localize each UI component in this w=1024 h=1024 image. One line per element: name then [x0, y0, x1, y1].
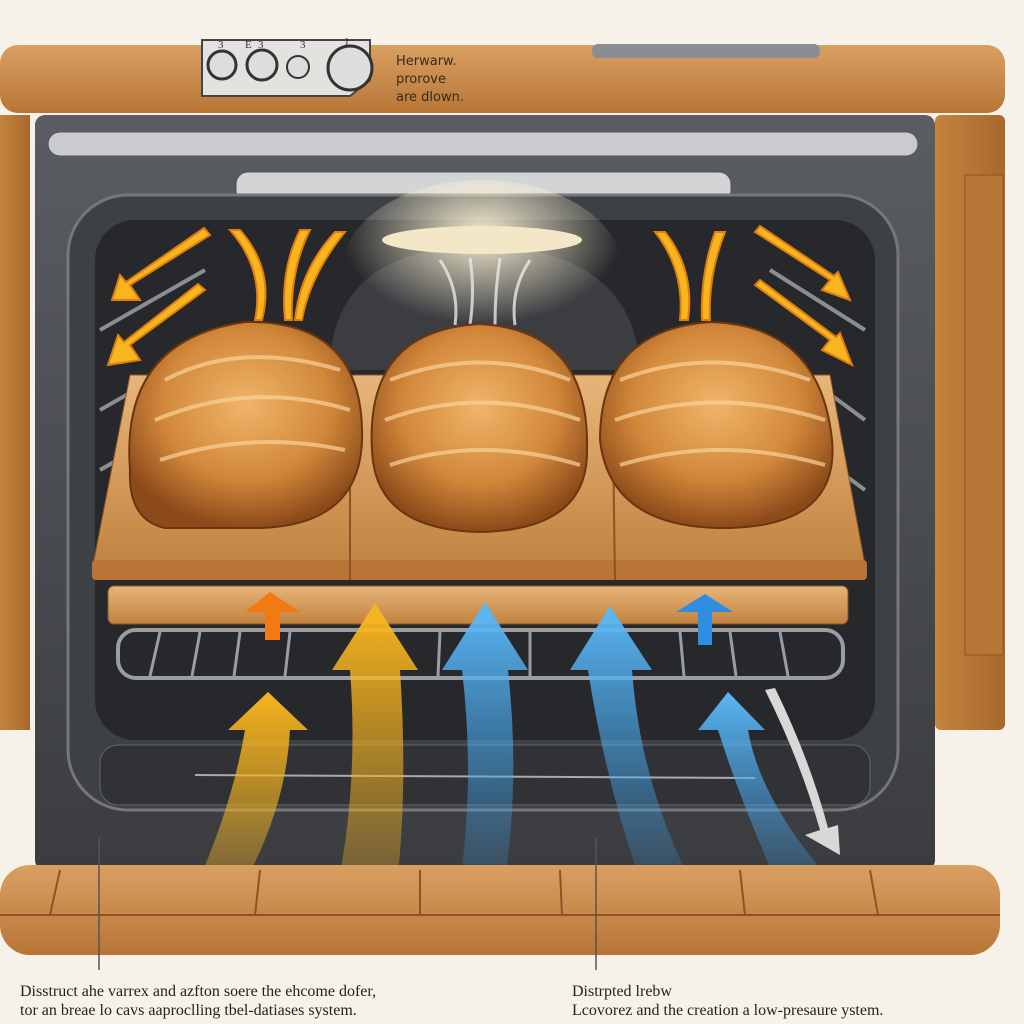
bread-loaf-left — [128, 320, 364, 529]
dial-number: E — [245, 39, 252, 51]
arrow-icon — [110, 226, 212, 301]
oven-light — [382, 226, 582, 254]
steam-lines — [438, 257, 532, 326]
cool-airflow-arrow — [698, 692, 830, 890]
dial-number: 1 — [344, 36, 350, 48]
cool-airflow-arrow — [442, 602, 528, 880]
dial-number: 3 — [218, 39, 224, 51]
temperature-dial[interactable] — [326, 44, 374, 92]
grill-bars — [148, 631, 790, 677]
heat-wave — [700, 231, 727, 321]
exhaust-airflow — [765, 688, 840, 855]
control-knob[interactable] — [286, 55, 310, 79]
control-knob[interactable] — [206, 49, 238, 81]
cool-airflow-arrow — [570, 606, 690, 880]
panel-label-line: are dlown. — [396, 90, 464, 105]
left-cabinet — [0, 115, 30, 730]
caption-line: Disstruct ahe varrex and azfton soere th… — [20, 983, 377, 1000]
caption-line: tor an breae lo cavs aaproclling tbel-da… — [20, 1002, 357, 1019]
heat-wave — [293, 231, 348, 321]
panel-label-line: prorove — [396, 72, 446, 87]
caption-line: Distrpted lrebw — [572, 983, 672, 1000]
heat-wave — [227, 229, 267, 321]
heat-wave — [652, 231, 691, 321]
counter-top — [0, 45, 1005, 113]
cool-airflow-arrow — [676, 594, 733, 645]
dial-number: 3 — [300, 39, 306, 51]
heat-wave — [283, 229, 312, 321]
floor-boards — [0, 869, 1000, 916]
oven-light-glow — [342, 180, 622, 360]
warm-airflow-arrow — [245, 592, 300, 640]
warm-airflow-arrow — [330, 603, 418, 930]
heat-arrows-top — [106, 224, 854, 368]
drawer-handle[interactable] — [592, 44, 820, 58]
control-knob[interactable] — [245, 48, 279, 82]
arrow-icon — [753, 278, 854, 368]
top-handle[interactable] — [47, 131, 919, 157]
arrow-icon — [106, 282, 207, 367]
tray-front — [92, 560, 867, 580]
control-panel: 3 E 3 3 1 Herwarw. prorove are dlown. — [201, 36, 464, 105]
dial-number: 3 — [258, 39, 264, 51]
wood-floor — [0, 865, 1000, 955]
panel-label-line: Herwarw. — [396, 54, 457, 69]
caption-line: Lcovorez and the creation a low-presaure… — [572, 1002, 884, 1019]
caption-left: Disstruct ahe varrex and azfton soere th… — [20, 982, 376, 1020]
arrow-icon — [753, 224, 852, 302]
right-cabinet-panel — [964, 174, 1004, 656]
caption-right: Distrpted lrebw Lcovorez and the creatio… — [572, 982, 883, 1020]
bread-loaf-right — [598, 320, 834, 530]
bread-loaf-center — [370, 322, 589, 534]
